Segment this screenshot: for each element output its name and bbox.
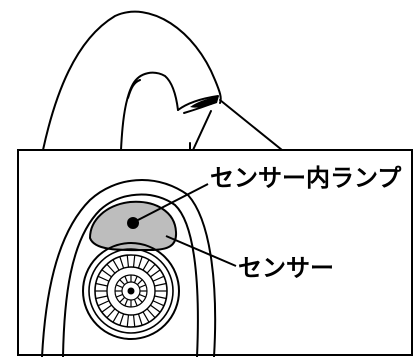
aerator-spoke (136, 279, 143, 286)
aerator-spoke (119, 256, 125, 269)
aerator-spoke (112, 311, 120, 323)
aerator-spoke (133, 299, 138, 307)
aerator-spoke (150, 304, 161, 313)
spout-head-outer (41, 179, 217, 357)
aerator-spoke (119, 296, 126, 303)
aerator-spoke (154, 282, 167, 287)
sensor-label: センサー (238, 254, 334, 282)
aerator-spoke (124, 275, 129, 283)
aerator-spoke (137, 313, 143, 326)
sensor-lamp-dot (127, 217, 139, 229)
zoom-guide-left (192, 110, 212, 151)
aerator-spoke (97, 300, 110, 307)
spout-crease (127, 79, 141, 99)
aerator-spoke (150, 269, 161, 278)
aerator-spoke (106, 308, 116, 319)
aerator-spoke (95, 295, 108, 300)
aerator-center (127, 287, 135, 295)
aerator-spoke (136, 296, 143, 303)
aerator-outer-ring (82, 242, 180, 340)
spout-outer-outline (42, 10, 222, 151)
aerator-spoke (132, 314, 136, 327)
faucet-overview (42, 10, 283, 151)
aerator-spoke (112, 259, 120, 271)
leader-sensor-lamp (137, 183, 209, 221)
aerator-spoke (142, 259, 150, 271)
aerator-spoke (119, 279, 126, 286)
aerator-spoke (139, 284, 147, 289)
aerator-spoke (139, 293, 147, 298)
aerator-spoke (154, 295, 167, 300)
aerator-ring-2 (88, 248, 174, 334)
aerator-spoke (115, 293, 123, 298)
zoom-guide-right (219, 99, 283, 151)
aerator-ring-4 (106, 266, 156, 316)
spout-head-inner (62, 193, 199, 357)
aerator (82, 242, 180, 340)
aerator-spoke (132, 255, 136, 268)
aerator-ring-5 (114, 274, 148, 308)
aerator-spokes (95, 255, 167, 327)
aerator-spoke (142, 311, 150, 323)
sensor-lamp-label: センサー内ランプ (210, 164, 402, 192)
aerator-spoke (126, 255, 130, 268)
aerator-spoke (137, 256, 143, 269)
aerator-spoke (97, 275, 110, 282)
aerator-spoke (146, 263, 156, 274)
nozzle-sensor-spot (190, 96, 219, 108)
aerator-spoke (101, 269, 112, 278)
aerator-spoke (115, 284, 123, 289)
aerator-spoke (95, 282, 108, 287)
aerator-spoke (119, 313, 125, 326)
aerator-spoke (152, 300, 165, 307)
aerator-ring-6 (121, 281, 141, 301)
aerator-spoke (126, 314, 130, 327)
spout-closeup (41, 179, 217, 357)
aerator-spoke (152, 275, 165, 282)
aerator-spoke (101, 304, 112, 313)
leader-sensor (165, 235, 237, 267)
spout-inner-outline (120, 71, 179, 151)
aerator-spoke (106, 263, 116, 274)
aerator-spoke (124, 299, 129, 307)
aerator-spoke (146, 308, 156, 319)
aerator-spoke (133, 275, 138, 283)
